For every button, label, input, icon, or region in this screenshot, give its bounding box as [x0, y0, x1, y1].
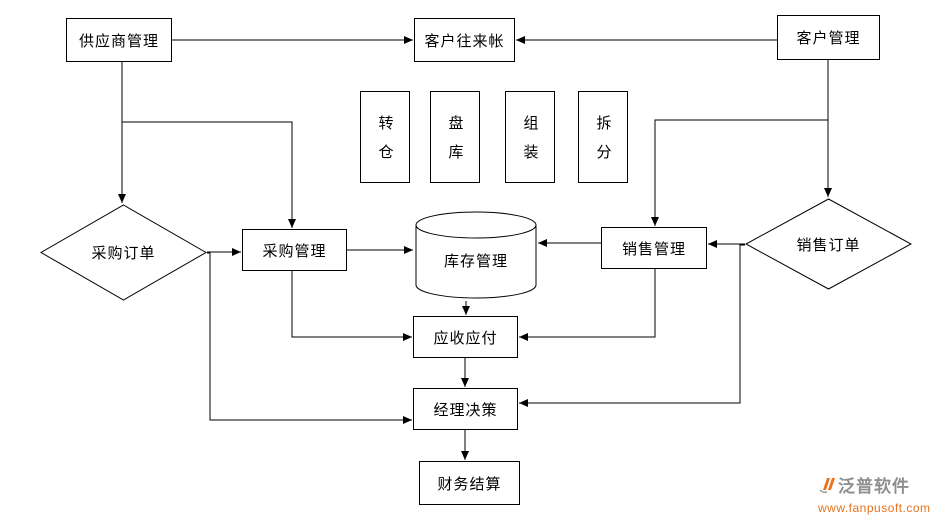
fanpu-watermark: 泛普软件 www.fanpusoft.com	[818, 472, 946, 515]
manager-decision-label: 经理决策	[433, 402, 498, 419]
connector-purchase-order-to-decision	[207, 252, 412, 424]
receivable-payable-node: 应收应付	[413, 316, 518, 358]
customer-account-label: 客户往来帐	[424, 33, 505, 50]
sales-management-label: 销售管理	[621, 241, 686, 258]
purchase-order-diamond-shape	[40, 204, 207, 301]
purchase-management-node: 采购管理	[242, 229, 347, 271]
financial-settlement-node: 财务结算	[419, 461, 520, 505]
assemble-label: 组装	[521, 115, 538, 173]
fanpu-url-label: www.fanpusoft.com	[818, 501, 931, 515]
purchase-order-label: 采购订单	[91, 246, 156, 262]
sales-order-diamond-shape	[745, 198, 912, 290]
supplier-management-label: 供应商管理	[78, 33, 159, 50]
supplier-management-node: 供应商管理	[66, 18, 172, 62]
stocktake-label: 盘库	[446, 115, 463, 173]
purchase-management-label: 采购管理	[262, 243, 327, 260]
customer-account-node: 客户往来帐	[414, 18, 515, 62]
connector-purchase-management-to-receivable	[291, 271, 412, 341]
customer-management-node: 客户管理	[777, 15, 880, 60]
inventory-cylinder-shape	[415, 211, 537, 299]
split-label: 拆分	[594, 115, 611, 173]
sales-order-node: 销售订单	[745, 198, 912, 290]
purchase-order-node: 采购订单	[40, 204, 207, 301]
fanpu-logo-icon	[819, 478, 835, 493]
manager-decision-node: 经理决策	[413, 388, 518, 430]
financial-settlement-label: 财务结算	[437, 476, 502, 493]
sales-management-node: 销售管理	[601, 227, 707, 269]
inventory-management-label: 库存管理	[443, 254, 508, 270]
transfer-warehouse-label: 转仓	[376, 115, 393, 173]
fanpu-brand-label: 泛普软件	[838, 477, 910, 496]
inventory-management-node: 库存管理	[415, 211, 537, 300]
transfer-warehouse-node: 转仓	[360, 91, 410, 183]
connector-sales-management-to-receivable	[519, 269, 656, 341]
receivable-payable-label: 应收应付	[433, 330, 498, 347]
assemble-node: 组装	[505, 91, 555, 183]
stocktake-node: 盘库	[430, 91, 480, 183]
sales-order-label: 销售订单	[796, 237, 861, 254]
customer-management-label: 客户管理	[796, 31, 861, 47]
split-node: 拆分	[578, 91, 628, 183]
